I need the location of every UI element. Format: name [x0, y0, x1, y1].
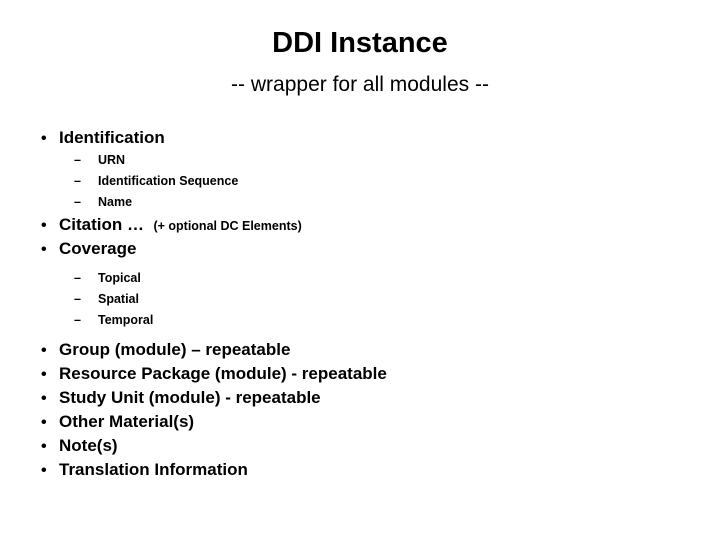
list-item: • Group (module) – repeatable	[36, 338, 696, 362]
list-item: – Temporal	[36, 310, 696, 331]
bullet-icon: •	[41, 438, 47, 455]
list-item: • Note(s)	[36, 434, 696, 458]
list-item: – URN	[36, 150, 696, 171]
list-item-label: Note(s)	[59, 436, 118, 455]
list-item-label: Identification Sequence	[98, 174, 239, 188]
list-item: – Name	[36, 192, 696, 213]
list-item-label: Coverage	[59, 239, 137, 258]
bullet-icon: •	[41, 462, 47, 479]
list-item: • Study Unit (module) - repeatable	[36, 386, 696, 410]
bullet-list: • Identification – URN – Identification …	[36, 126, 696, 482]
bullet-icon: •	[41, 130, 47, 147]
dash-icon: –	[74, 174, 81, 188]
list-spacer	[36, 261, 696, 268]
list-item-label: Temporal	[98, 313, 154, 327]
list-item: – Identification Sequence	[36, 171, 696, 192]
dash-icon: –	[74, 271, 81, 285]
list-item: – Spatial	[36, 289, 696, 310]
list-item: – Topical	[36, 268, 696, 289]
page-subtitle: -- wrapper for all modules --	[231, 73, 489, 96]
list-item-note: (+ optional DC Elements)	[153, 219, 302, 233]
page-title: DDI Instance	[272, 27, 448, 59]
list-item-label: Translation Information	[59, 460, 248, 479]
list-item: • Resource Package (module) - repeatable	[36, 362, 696, 386]
dash-icon: –	[74, 153, 81, 167]
bullet-icon: •	[41, 390, 47, 407]
bullet-icon: •	[41, 414, 47, 431]
list-item-label: Spatial	[98, 292, 139, 306]
list-item: • Coverage	[36, 237, 696, 261]
list-item: • Translation Information	[36, 458, 696, 482]
list-spacer	[36, 331, 696, 338]
dash-icon: –	[74, 292, 81, 306]
dash-icon: –	[74, 195, 81, 209]
bullet-icon: •	[41, 366, 47, 383]
list-item-label: Identification	[59, 128, 165, 147]
list-item: • Identification	[36, 126, 696, 150]
list-item: • Citation … (+ optional DC Elements)	[36, 213, 696, 237]
list-item-text: Citation …	[59, 215, 154, 234]
list-item-label: Citation … (+ optional DC Elements)	[59, 213, 302, 238]
list-item-label: Other Material(s)	[59, 412, 195, 431]
list-item-label: Study Unit (module) - repeatable	[59, 388, 321, 407]
bullet-icon: •	[41, 241, 47, 258]
list-item-label: Group (module) – repeatable	[59, 340, 291, 359]
title-block: DDI Instance -- wrapper for all modules …	[0, 26, 720, 98]
bullet-icon: •	[41, 342, 47, 359]
list-item-label: URN	[98, 153, 126, 167]
dash-icon: –	[74, 313, 81, 327]
list-item-label: Name	[98, 195, 133, 209]
list-item-label: Resource Package (module) - repeatable	[59, 364, 387, 383]
list-item: • Other Material(s)	[36, 410, 696, 434]
bullet-icon: •	[41, 217, 47, 234]
list-item-label: Topical	[98, 271, 141, 285]
